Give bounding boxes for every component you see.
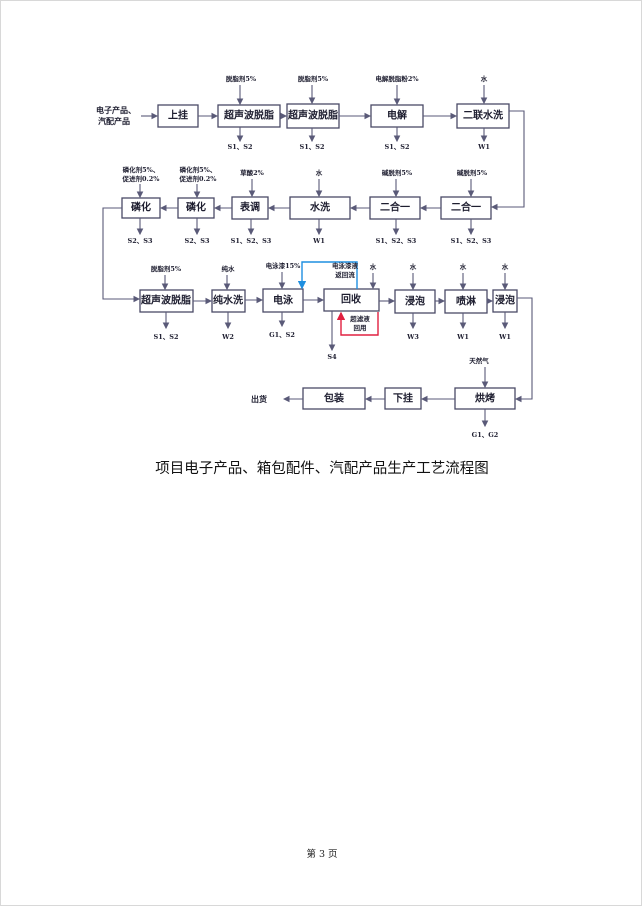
input-material: 电泳漆15%: [266, 261, 302, 270]
step-label: 超声波脱脂: [140, 294, 191, 307]
ultrafiltrate-label: 超滤液: [349, 314, 370, 323]
step-label: 浸泡: [405, 295, 425, 308]
input-material: 草酸2%: [240, 168, 265, 177]
input-material: 脱脂剂5%: [226, 74, 257, 83]
shipping-label: 出货: [251, 394, 267, 404]
step-label: 表调: [239, 201, 260, 214]
output-waste: S1、S2: [300, 143, 325, 151]
output-waste: G1、G2: [472, 431, 499, 439]
input-material: 磷化剂5%、: [180, 165, 217, 174]
step-label: 浸泡: [495, 294, 515, 307]
row2: 磷化 磷化 表调 水洗 二合一 二合一 磷化剂5%、 促进剂0.2% 磷化剂5%…: [102, 165, 492, 303]
input-material: 水: [370, 262, 377, 271]
step-label: 下挂: [393, 392, 413, 405]
step-label: 超声波脱脂: [223, 109, 274, 122]
output-waste: W3: [406, 333, 419, 341]
output-waste: W2: [221, 333, 234, 341]
step-label: 电泳: [273, 294, 294, 307]
step-label: 磷化: [131, 201, 151, 214]
input-material: 碱脱剂5%: [382, 168, 413, 177]
input-material: 脱脂剂5%: [151, 264, 182, 273]
return-flow-label: 返回流: [335, 270, 355, 279]
step-label: 喷淋: [456, 295, 476, 308]
row1: 上挂 超声波脱脂 超声波脱脂 电解 二联水洗 脱脂剂5% 脱脂剂5% 电解脱脂粉…: [157, 74, 525, 211]
step-label: 超声波脱脂: [287, 109, 338, 122]
output-waste: W1: [498, 333, 511, 341]
input-material: 碱脱剂5%: [457, 168, 488, 177]
return-flow-label: 电泳漆液: [332, 261, 359, 270]
output-waste: G1、S2: [269, 331, 295, 339]
input-material: 水: [460, 262, 467, 271]
output-waste: S1、S2: [385, 143, 410, 151]
input-material: 纯水: [222, 264, 236, 273]
input-material: 水: [316, 168, 323, 177]
input-material: 脱脂剂5%: [298, 74, 329, 83]
page-number: 第 3 页: [306, 849, 338, 860]
input-material: 促进剂0.2%: [122, 174, 161, 183]
input-material: 促进剂0.2%: [179, 174, 218, 183]
step-label: 纯水洗: [213, 294, 243, 307]
row4: 烘烤 下挂 包装 出货 天然气 G1、G2: [251, 356, 516, 439]
output-waste: S1、S2: [228, 143, 253, 151]
output-waste: S4: [327, 353, 337, 361]
step-label: 二合一: [380, 201, 410, 214]
output-waste: S1、S2、S3: [451, 237, 492, 245]
input-material: 水: [502, 262, 509, 271]
input-label: 汽配产品: [98, 116, 130, 126]
ultrafiltrate-label: 回用: [354, 323, 367, 332]
step-label: 电解: [387, 109, 407, 122]
output-waste: S2、S3: [185, 237, 210, 245]
step-label: 磷化: [186, 201, 206, 214]
input-material: 磷化剂5%、: [123, 165, 160, 174]
figure-caption: 项目电子产品、箱包配件、汽配产品生产工艺流程图: [155, 461, 489, 477]
ultrafiltrate-reuse-arrow: [336, 311, 379, 336]
input-material: 电解脱脂粉2%: [375, 74, 419, 83]
output-waste: W1: [456, 333, 469, 341]
input-material: 水: [481, 74, 488, 83]
step-label: 烘烤: [475, 392, 495, 405]
step-label: 回收: [341, 293, 361, 306]
output-waste: W1: [477, 143, 490, 151]
step-label: 二合一: [451, 201, 481, 214]
output-waste: S2、S3: [128, 237, 153, 245]
return-flow-arrow: [297, 261, 358, 290]
output-waste: W1: [312, 237, 325, 245]
output-waste: S1、S2、S3: [376, 237, 417, 245]
step-label: 上挂: [168, 109, 188, 122]
step-label: 二联水洗: [463, 109, 503, 122]
input-material: 天然气: [469, 356, 489, 365]
input-label: 电子产品、: [96, 105, 136, 115]
input-material: 水: [410, 262, 417, 271]
step-label: 包装: [324, 392, 344, 405]
output-waste: S1、S2、S3: [231, 237, 272, 245]
step-label: 水洗: [309, 201, 330, 214]
output-waste: S1、S2: [154, 333, 179, 341]
row3: 超声波脱脂 纯水洗 电泳 回收 浸泡 喷淋 浸泡 脱脂剂5% 纯水 电泳漆15%…: [139, 261, 533, 403]
